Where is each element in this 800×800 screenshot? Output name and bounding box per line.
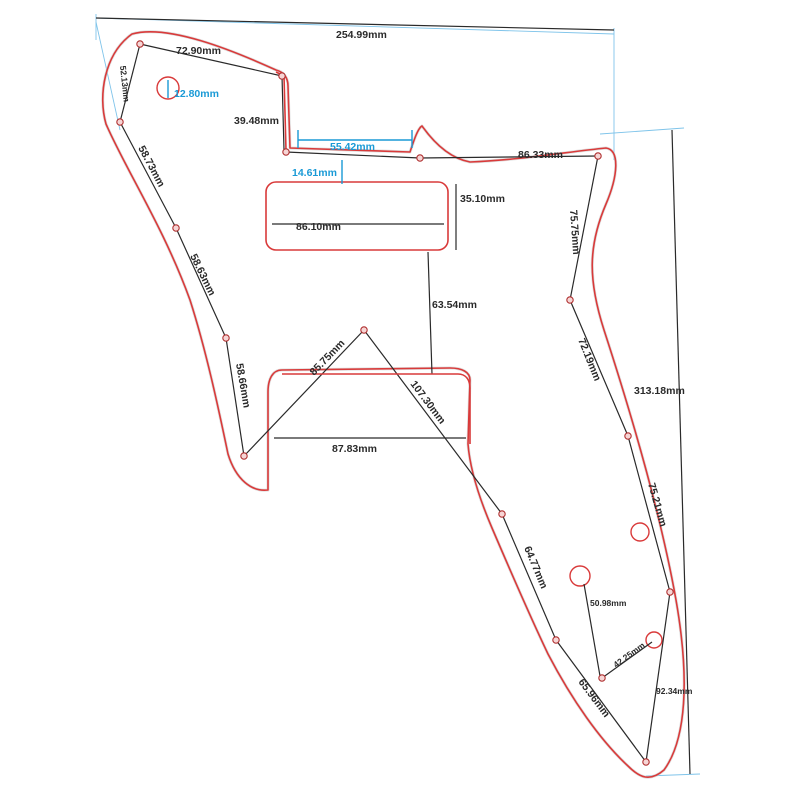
control-hole-1 <box>630 522 650 542</box>
label-control-1: 50.98mm <box>590 598 627 608</box>
pickguard-outline-shadow <box>101 30 686 779</box>
label-control-2: 42.25mm <box>611 640 647 670</box>
label-left-edge-2: 58.63mm <box>187 252 217 298</box>
dim-lower-edge <box>501 513 557 641</box>
label-neck-pocket-depth: 39.48mm <box>234 115 279 127</box>
label-bridge-width: 87.83mm <box>332 443 377 455</box>
dim-right-edge <box>569 155 671 763</box>
dim-pickup-spacing <box>427 251 433 375</box>
neck-pocket-notch <box>275 71 287 151</box>
screw-hole <box>416 154 424 162</box>
screw-hole <box>498 510 506 518</box>
screw-hole <box>240 452 248 460</box>
label-right-edge-2: 72.19mm <box>575 337 603 383</box>
dim-control-1 <box>583 583 601 677</box>
label-pickup-width: 86.10mm <box>296 221 341 233</box>
screw-hole <box>278 72 286 80</box>
label-right-edge-1: 75.75mm <box>567 209 582 255</box>
left-guide <box>95 21 121 131</box>
control-hole-2 <box>569 565 591 587</box>
guide-lines <box>95 14 701 777</box>
label-pickup-height: 35.10mm <box>460 193 505 205</box>
pickup-cutout-neck <box>265 181 449 251</box>
control-hole-3 <box>645 631 663 649</box>
label-overall-width: 254.99mm <box>336 29 387 41</box>
dim-control-2 <box>601 641 653 679</box>
label-right-edge-3: 75.21mm <box>645 482 669 529</box>
screw-hole <box>282 148 290 156</box>
label-right-lower: 92.34mm <box>656 686 693 696</box>
screw-hole <box>566 296 574 304</box>
screw-hole <box>598 674 606 682</box>
dim-neck-left <box>119 43 141 123</box>
dim-overall-height <box>671 129 691 775</box>
label-neck-pocket-width: 55.42mm <box>330 141 375 153</box>
screw-hole <box>136 40 144 48</box>
screw-hole <box>360 326 368 334</box>
label-neck-top: 72.90mm <box>176 45 221 57</box>
label-overall-height: 313.18mm <box>634 385 685 397</box>
label-diag-long: 107.30mm <box>408 379 448 427</box>
label-upper-right: 86.33mm <box>518 149 563 161</box>
dim-diag-left <box>243 329 365 457</box>
screw-hole <box>624 432 632 440</box>
screw-hole <box>666 588 674 596</box>
screw-hole <box>116 118 124 126</box>
height-tick-top <box>599 127 685 135</box>
label-pickup-offset: 14.61mm <box>292 167 337 179</box>
highlight-dimensions <box>167 80 413 184</box>
pickup-cutout-bridge <box>282 373 471 444</box>
pickguard-outline <box>101 30 685 778</box>
top-width-guide <box>95 17 615 35</box>
label-lower-diag: 65.96mm <box>576 677 613 720</box>
dim-pocket-bottom <box>285 151 421 159</box>
screw-hole <box>642 758 650 766</box>
dim-left-edge <box>119 121 245 457</box>
screw-hole <box>222 334 230 342</box>
dim-overall-width <box>95 17 615 31</box>
dim-upper-right <box>419 155 599 159</box>
label-screw-hole: 12.80mm <box>174 88 219 100</box>
label-pickup-spacing: 63.54mm <box>432 299 477 311</box>
dim-lower-diag <box>555 639 647 763</box>
screw-hole <box>172 224 180 232</box>
dim-diag-long <box>363 329 503 515</box>
screw-hole <box>594 152 602 160</box>
label-neck-left: 52.13mm <box>118 65 132 103</box>
label-diag-left: 85.75mm <box>308 337 348 378</box>
screw-hole <box>552 636 560 644</box>
dimension-lines <box>95 17 691 775</box>
screw-holes <box>116 40 674 766</box>
